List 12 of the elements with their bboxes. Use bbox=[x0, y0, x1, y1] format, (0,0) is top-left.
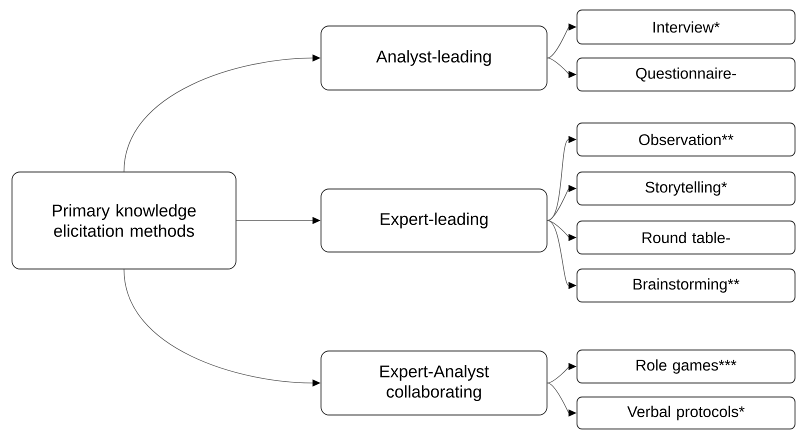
root-box: Primary knowledge elicitation methods bbox=[12, 172, 236, 270]
method-box: Interview* bbox=[576, 10, 796, 44]
category-box: Analyst-leading bbox=[320, 26, 548, 90]
method-box: Verbal protocols* bbox=[576, 396, 796, 430]
category-box: Expert-leading bbox=[320, 188, 548, 252]
method-box: Storytelling* bbox=[576, 172, 796, 206]
category-box: Expert-Analyst collaborating bbox=[320, 350, 548, 416]
method-box: Brainstorming** bbox=[576, 268, 796, 302]
method-box: Observation** bbox=[576, 122, 796, 156]
method-box: Questionnaire- bbox=[576, 58, 796, 92]
method-box: Role games*** bbox=[576, 350, 796, 384]
method-box: Round table- bbox=[576, 220, 796, 254]
